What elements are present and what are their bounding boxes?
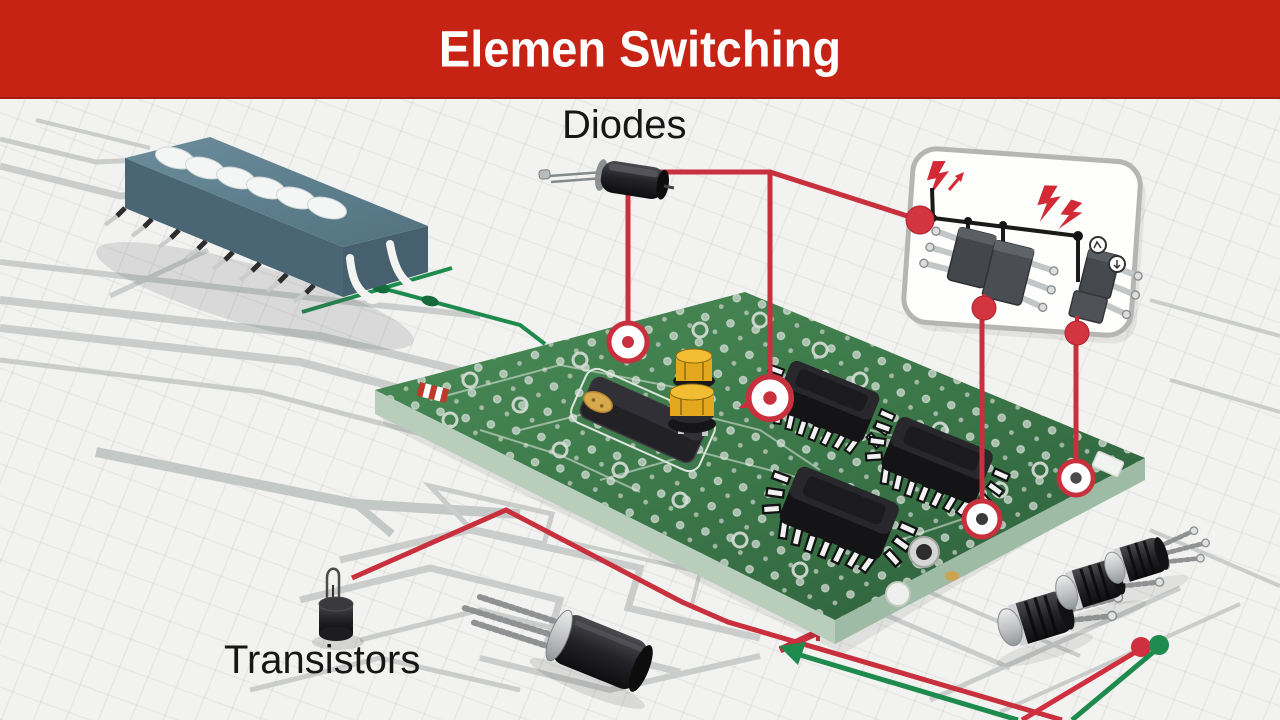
green-arrow-icon bbox=[779, 642, 806, 665]
dip-switch-module bbox=[96, 137, 428, 350]
circled-glyph-icon bbox=[1089, 236, 1107, 254]
transistor-group bbox=[993, 522, 1214, 667]
lying-transistor bbox=[461, 593, 653, 709]
pin-marker bbox=[961, 498, 1003, 540]
red-connector-traces bbox=[625, 169, 1079, 499]
spark-arrow-icon bbox=[947, 172, 964, 191]
connection-nodes bbox=[905, 205, 1090, 346]
pcb-stripe-mark bbox=[416, 382, 450, 403]
green-junction-dot bbox=[421, 295, 439, 307]
bottom-signal-traces bbox=[350, 507, 1169, 720]
smd-package-pair bbox=[919, 226, 1059, 313]
circuit-board bbox=[375, 292, 1153, 654]
pin-marker bbox=[1056, 458, 1096, 498]
pin-markers bbox=[609, 323, 1096, 540]
circled-glyph-icon bbox=[1108, 255, 1126, 273]
green-trace bbox=[799, 652, 1019, 720]
pin-marker bbox=[749, 377, 792, 420]
standing-transistor bbox=[312, 567, 364, 650]
capacitor bbox=[673, 348, 715, 389]
dip-switch-white-leads bbox=[346, 240, 419, 302]
diodes-label: Diodes bbox=[562, 103, 687, 147]
green-terminal-dot bbox=[1149, 635, 1169, 655]
pin-marker bbox=[609, 323, 647, 361]
transistor-detail-panel bbox=[901, 146, 1146, 344]
smd-part bbox=[1091, 450, 1125, 478]
diode bbox=[538, 159, 675, 200]
dip-switch-pins bbox=[103, 206, 316, 304]
dip-switch-buttons bbox=[155, 146, 347, 220]
red-terminal-dot bbox=[1131, 637, 1151, 657]
gold-pad bbox=[583, 391, 613, 413]
title-banner: Elemen Switching bbox=[0, 0, 1280, 99]
capacitor bbox=[668, 383, 716, 436]
mounting-pad bbox=[885, 581, 911, 607]
page-title: Elemen Switching bbox=[438, 19, 842, 78]
red-trace bbox=[350, 507, 1063, 720]
transistors-label: Transistors bbox=[224, 638, 421, 682]
